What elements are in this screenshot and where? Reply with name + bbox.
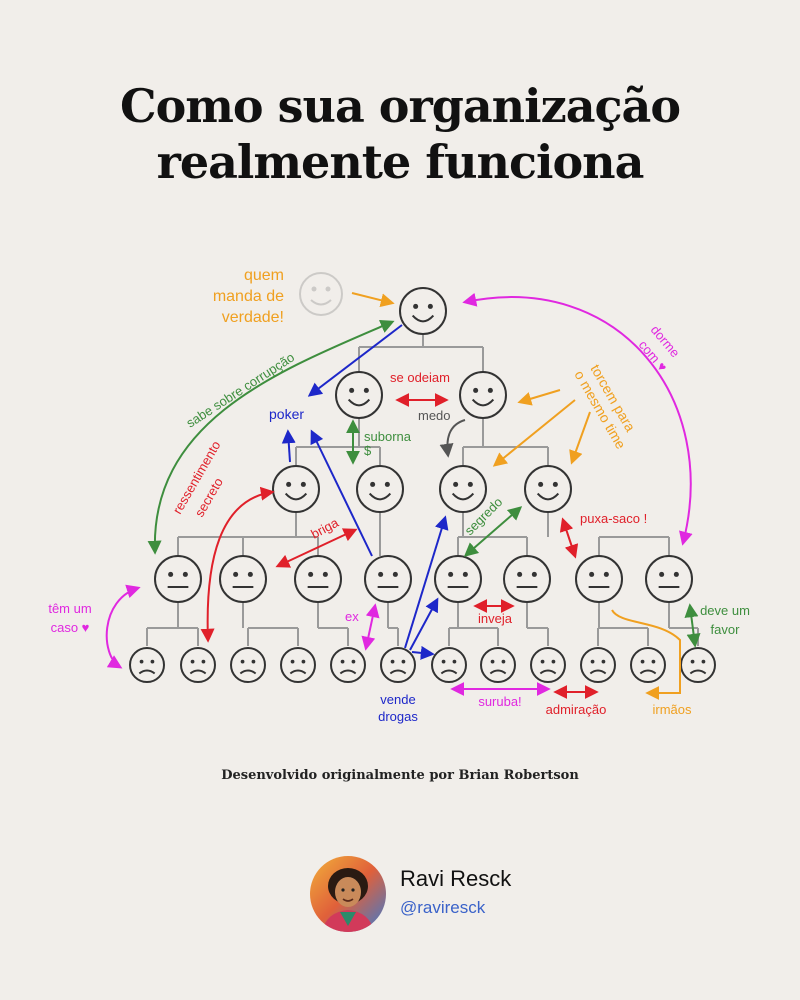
label-ex: ex xyxy=(345,609,359,624)
arrow-dorme-com xyxy=(462,292,693,546)
author-name: Ravi Resck xyxy=(400,866,512,891)
label-deve-favor-1: deve um xyxy=(700,603,750,618)
label-quem-manda-3: verdade! xyxy=(222,309,284,326)
smiling-face xyxy=(272,465,320,513)
label-medo: medo xyxy=(418,408,451,423)
arrow-ex xyxy=(361,603,380,651)
arrow-deve-favor xyxy=(684,603,701,648)
sad-face xyxy=(580,647,616,683)
neutral-face xyxy=(294,555,342,603)
neutral-face xyxy=(434,555,482,603)
page-title: Como sua organização realmente funciona xyxy=(0,78,800,190)
label-vende-drogas-1: vende xyxy=(380,692,415,707)
sad-face xyxy=(180,647,216,683)
sad-face xyxy=(530,647,566,683)
neutral-face xyxy=(364,555,412,603)
arrow-segredo xyxy=(463,506,523,557)
org-diagram: quem manda de verdade! sabe sobre corrup… xyxy=(48,267,750,724)
neutral-face xyxy=(219,555,267,603)
title-line-1: Como sua organização xyxy=(119,79,681,133)
sad-face xyxy=(680,647,716,683)
author-handle: @raviresck xyxy=(400,898,486,917)
neutral-face xyxy=(503,555,551,603)
smiling-face xyxy=(439,465,487,513)
arrow-tem-caso xyxy=(105,584,141,669)
label-tem-caso-2: caso ♥ xyxy=(51,620,90,635)
neutral-face xyxy=(575,555,623,603)
sad-face xyxy=(280,647,316,683)
neutral-face xyxy=(154,555,202,603)
sad-face xyxy=(129,647,165,683)
arrow-quem-manda xyxy=(351,292,395,308)
credit-text: Desenvolvido originalmente por Brian Rob… xyxy=(221,768,579,783)
label-admiracao: admiração xyxy=(546,702,607,717)
smiling-face xyxy=(356,465,404,513)
arrow-poker-2 xyxy=(310,429,373,557)
arrow-briga xyxy=(275,528,358,568)
sad-face xyxy=(480,647,516,683)
arrow-torcem-1 xyxy=(517,389,561,406)
arrow-irmaos xyxy=(611,609,681,700)
title-line-2: realmente funciona xyxy=(156,135,645,189)
smiling-face xyxy=(399,287,447,335)
smiling-face xyxy=(459,371,507,419)
sad-face xyxy=(431,647,467,683)
sad-face xyxy=(380,647,416,683)
label-dollar: $ xyxy=(364,443,372,458)
sad-face xyxy=(230,647,266,683)
label-irmaos: irmãos xyxy=(652,702,692,717)
arrow-poker-boss xyxy=(307,324,403,397)
arrow-sabe-corrupcao xyxy=(147,319,395,555)
arrow-poker-1 xyxy=(281,429,296,463)
sad-face xyxy=(330,647,366,683)
arrow-ressentimento xyxy=(200,486,275,643)
label-vende-drogas-2: drogas xyxy=(378,709,418,724)
relationship-arrows xyxy=(105,292,701,700)
label-quem-manda-1: quem xyxy=(244,267,284,284)
arrow-drogas-2 xyxy=(409,597,439,651)
relationship-labels: quem manda de verdade! sabe sobre corrup… xyxy=(48,267,750,724)
label-deve-favor-2: favor xyxy=(711,622,741,637)
arrow-drogas-3 xyxy=(411,645,435,660)
neutral-face xyxy=(645,555,693,603)
arrow-torcem-2 xyxy=(492,399,576,467)
ghost-boss-face xyxy=(299,272,343,316)
author-card: Ravi Resck @raviresck xyxy=(310,852,610,932)
label-inveja: inveja xyxy=(478,611,513,626)
label-suruba: suruba! xyxy=(478,694,521,709)
arrow-puxa-saco xyxy=(559,517,579,559)
label-se-odeiam: se odeiam xyxy=(390,370,450,385)
label-suborna: suborna xyxy=(364,429,412,444)
label-poker: poker xyxy=(269,406,304,422)
arrow-medo xyxy=(439,419,466,458)
sad-face xyxy=(630,647,666,683)
label-quem-manda-2: manda de xyxy=(213,288,284,305)
smiling-face xyxy=(524,465,572,513)
label-puxa-saco: puxa-saco ! xyxy=(580,511,647,526)
arrow-torcem-3 xyxy=(569,411,591,465)
arrow-drogas-1 xyxy=(404,515,449,649)
label-tem-caso-1: têm um xyxy=(48,601,91,616)
smiling-face xyxy=(335,371,383,419)
avatar xyxy=(310,856,386,932)
